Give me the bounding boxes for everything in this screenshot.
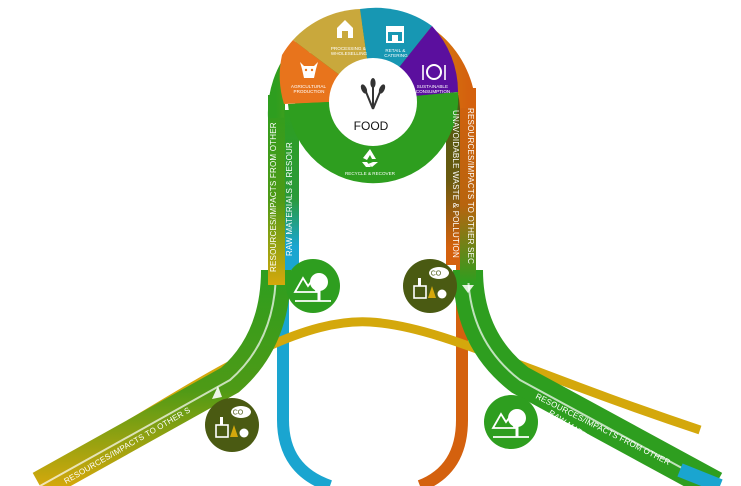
nature-badge-right <box>484 395 538 449</box>
wheat-icon <box>360 78 386 110</box>
label-right-inner: UNAVOIDABLE WASTE & POLLUTION <box>451 110 460 258</box>
waste-badge-top: CO <box>403 259 457 313</box>
branch-right-band <box>453 269 723 486</box>
recycle-icon <box>362 149 378 167</box>
food-label: FOOD <box>354 119 389 133</box>
label-consumption: SUSTAINABLE CONSUMPTION <box>416 84 450 94</box>
label-left-outer: RESOURCES/IMPACTS FROM OTHER SECTORS <box>0 0 278 272</box>
mountain-tree-icon <box>293 273 331 302</box>
factory-waste-co2-icon: CO <box>413 267 449 299</box>
plate-cutlery-icon <box>422 64 446 80</box>
shop-icon <box>386 26 404 43</box>
label-recycle: RECYCLE & RECOVER <box>345 171 396 176</box>
factory-waste-co2-icon: CO <box>215 406 251 438</box>
lower-loop-left <box>277 260 333 486</box>
band-left-outer <box>268 95 285 285</box>
band-right-outer <box>460 88 476 283</box>
cow-icon <box>300 62 318 78</box>
food-wheel <box>279 7 459 184</box>
arrow-left-up <box>212 386 222 399</box>
label-processing: PROCESSING & WHOLESELLING <box>331 46 368 56</box>
band-right-inner <box>446 95 460 265</box>
label-left-inner: RAW MATERIALS & RESOURCES <box>0 0 294 256</box>
waste-badge-left: CO <box>205 398 259 452</box>
nature-badge-top <box>286 259 340 313</box>
branch-right-blue-end <box>677 463 723 486</box>
svg-text:CO: CO <box>431 271 442 278</box>
svg-text:CO: CO <box>233 410 244 417</box>
label-retail: RETAIL & CATERING <box>384 48 408 58</box>
branch-left-band <box>32 269 291 486</box>
mountain-tree-icon <box>491 409 529 438</box>
band-left-inner <box>285 110 299 270</box>
lower-loop-right <box>417 260 468 486</box>
arrow-right-down <box>462 285 474 293</box>
branch-left-band-divider <box>39 269 277 486</box>
barn-icon <box>337 20 353 38</box>
label-agricultural: AGRICULTURAL PRODUCTION <box>291 84 327 94</box>
